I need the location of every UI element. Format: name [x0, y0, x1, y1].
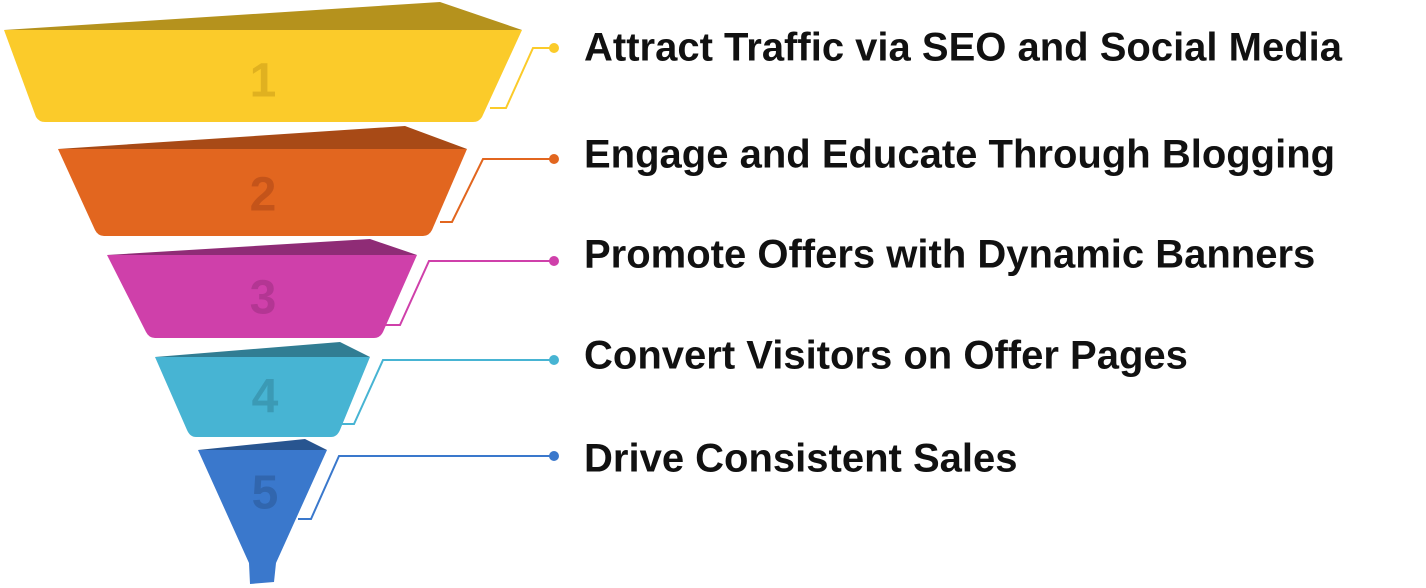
stage-3-top-face — [107, 239, 417, 255]
stage-5-top-face — [198, 439, 327, 450]
funnel-stage-1: 1 Attract Traffic via SEO and Social Med… — [4, 2, 1343, 122]
stage-1-number: 1 — [250, 55, 277, 108]
stage-1-connector — [490, 47, 554, 109]
stage-2-connector-dot — [549, 154, 559, 164]
stage-5-number: 5 — [252, 467, 279, 520]
stage-5-connector — [298, 455, 554, 520]
stage-4-number: 4 — [252, 371, 279, 424]
stage-3-label: Promote Offers with Dynamic Banners — [584, 233, 1315, 277]
stage-1-body — [4, 30, 522, 122]
funnel-stage-3: 3 Promote Offers with Dynamic Banners — [107, 233, 1315, 338]
stage-2-number: 2 — [250, 169, 277, 222]
funnel-stage-4: 4 Convert Visitors on Offer Pages — [155, 334, 1188, 437]
stage-2-top-face — [58, 126, 467, 149]
stage-5-label: Drive Consistent Sales — [584, 437, 1018, 481]
funnel-stage-5: 5 Drive Consistent Sales — [198, 437, 1018, 584]
stage-3-number: 3 — [250, 272, 277, 325]
stage-1-connector-dot — [549, 43, 559, 53]
stage-4-top-face — [155, 342, 370, 357]
stage-5-connector-dot — [549, 451, 559, 461]
stage-3-connector-dot — [549, 256, 559, 266]
stage-2-label: Engage and Educate Through Blogging — [584, 133, 1335, 177]
stage-4-label: Convert Visitors on Offer Pages — [584, 334, 1188, 378]
stage-4-body — [155, 357, 370, 437]
funnel-stage-2: 2 Engage and Educate Through Blogging — [58, 126, 1335, 236]
stage-5-body — [198, 450, 327, 584]
stage-3-connector — [385, 260, 554, 326]
stage-2-body — [58, 149, 467, 236]
stage-1-label: Attract Traffic via SEO and Social Media — [584, 26, 1343, 70]
stage-4-connector — [340, 359, 554, 425]
stage-4-connector-dot — [549, 355, 559, 365]
stage-2-connector — [440, 158, 554, 223]
stage-3-body — [107, 255, 417, 338]
stage-1-top-face — [4, 2, 522, 30]
